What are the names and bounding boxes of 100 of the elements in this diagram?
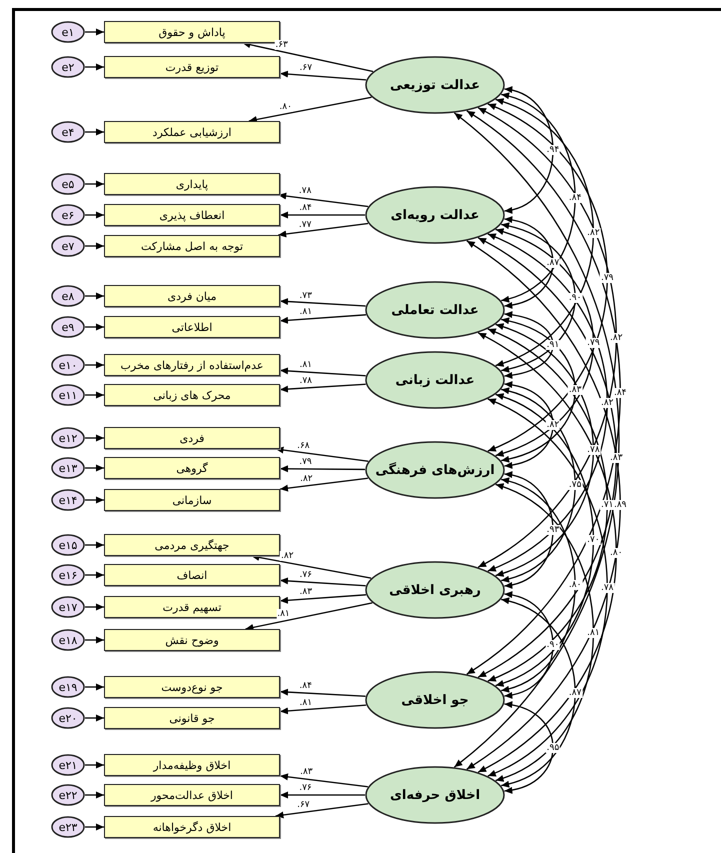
arrow [85,604,104,610]
arrow [278,192,368,208]
factor-ellipse: رهبری اخلاقی [365,561,505,619]
arrow [85,28,104,36]
error-circle: e۱۲ [51,427,85,449]
arrow [85,212,104,218]
edge-label: .۸۱ [298,698,314,708]
error-circle: e۸ [51,285,85,307]
double-headed-arrow [504,87,554,213]
double-headed-arrow [495,394,594,686]
error-circle: e۲ [51,56,85,78]
edge-label: .۸۲ [609,332,624,342]
arrow [280,577,366,586]
edge-label: .۸۷ [568,688,582,698]
error-circle: e۶ [51,204,85,226]
edge-label: .۶۳ [274,40,289,50]
arrow [280,70,366,81]
indicator-box: فردی [104,427,280,449]
arrow [280,704,366,714]
edge-label: .۸۴ [298,203,313,213]
error-circle: e۲۱ [51,754,85,776]
factor-ellipse: اخلاق حرفه‌ای [365,766,505,824]
factor-ellipse: جو اخلاقی [365,671,505,729]
edge-label: .۸۲ [280,550,295,561]
edge-label: .۷۱ [600,500,615,510]
indicator-box: پاداش و حقوق [104,21,280,43]
double-headed-arrow [495,324,594,576]
double-headed-arrow [478,332,617,773]
error-circle: e۲۳ [51,816,85,838]
arrow [85,464,104,472]
arrow [85,636,104,644]
double-headed-arrow [495,98,594,366]
indicator-box: محرک های زبانی [104,384,280,406]
edge-label: .۷۷ [298,220,312,230]
arrow [85,180,104,188]
error-circle: e۱۰ [51,354,85,376]
double-headed-arrow [495,484,594,782]
edge-label: .۸۱ [586,628,601,638]
edge-label: .۸۳ [609,452,624,462]
factor-ellipse: عدالت رویه‌ای [365,186,505,244]
arrow [280,465,366,472]
indicator-box: گروهی [104,457,280,479]
factor-ellipse: عدالت توزیعی [365,56,505,114]
edge-label: .۷۳ [298,290,313,301]
arrow [85,684,104,690]
error-circle: e۷ [51,235,85,257]
double-headed-arrow [488,233,608,572]
arrow [85,128,104,136]
arrow [85,324,104,330]
double-headed-arrow [500,94,576,302]
indicator-box: وضوح نقش [104,629,280,651]
double-headed-arrow [504,472,554,588]
edge-label: .۷۹ [586,338,601,348]
double-headed-arrow [501,598,576,787]
indicator-box: میان فردی [104,285,280,307]
arrow [251,554,372,579]
edge-label: .۸۷ [546,258,560,268]
edge-label: .۸۴ [568,192,582,202]
arrow [85,292,104,300]
edge-label: .۹۳ [546,525,560,535]
indicator-box: پایداری [104,173,280,195]
arrow [280,792,365,798]
arrow [248,96,372,123]
arrow [280,384,366,393]
error-circle: e۲۲ [51,784,85,806]
edge-label: .۷۹ [298,456,313,467]
double-headed-arrow [488,398,608,777]
factor-ellipse: عدالت تعاملی [365,281,505,339]
error-circle: e۱۱ [51,384,85,406]
indicator-box: اخلاق عدالت‌محور [104,784,280,806]
arrow [85,572,104,578]
edge-label: .۸۰ [278,102,293,112]
indicator-box: ارزشیابی عملکرد [104,121,280,143]
arrow [280,773,368,788]
edge-label: .۷۸ [298,376,313,386]
edge-label: .۹۱ [546,340,560,350]
error-circle: e۱۹ [51,676,85,698]
edge-label: .۸۳ [568,385,582,395]
edge-label: .۹۰ [568,292,582,302]
double-headed-arrow [466,110,621,675]
arrow [85,434,104,442]
double-headed-arrow [466,240,621,770]
arrow [85,362,104,368]
error-circle: e۱۳ [51,457,85,479]
error-circle: e۴ [51,121,85,143]
arrow [85,64,104,70]
arrow [245,602,372,631]
arrow [85,714,104,722]
indicator-box: سازمانی [104,489,280,511]
error-circle: e۱۴ [51,489,85,511]
double-headed-arrow [454,112,620,768]
double-headed-arrow [500,478,576,692]
indicator-box: جو قانونی [104,707,280,729]
error-circle: e۱۷ [51,596,85,618]
indicator-box: انصاف [104,564,280,586]
edge-label: .۸۲ [546,420,560,430]
indicator-box: تسهیم قدرت [104,596,280,618]
error-circle: e۱۸ [51,629,85,651]
error-circle: e۱ [51,21,85,43]
edge-label: .۸۰ [609,548,624,558]
